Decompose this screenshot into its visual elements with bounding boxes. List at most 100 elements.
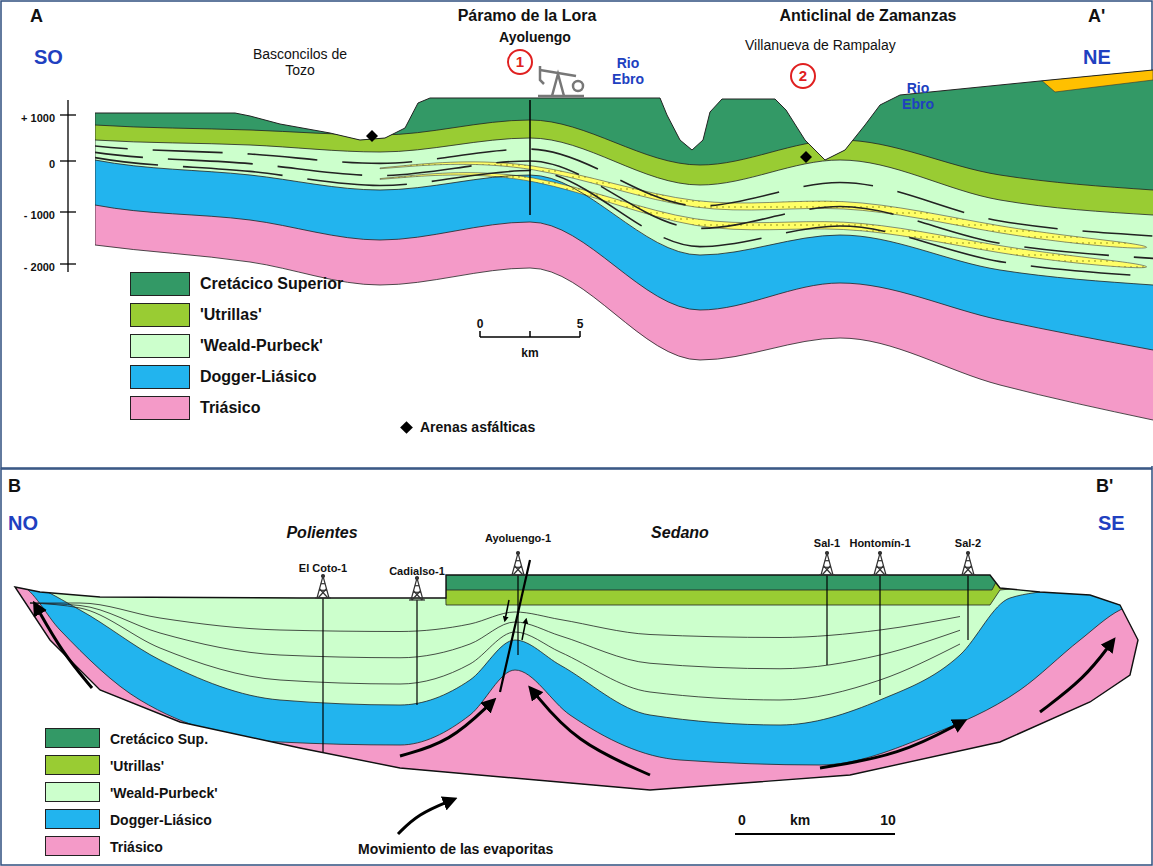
place-label: SE [1098,512,1125,535]
derrick-symbol [819,552,835,576]
fault-arrow [522,620,526,640]
legend-anchor: Cretácico Superior [200,275,343,293]
legend-text: Cretácico Superior [200,275,343,293]
legend-text: Triásico [200,399,260,417]
legend-text: 'Utrillas' [110,758,164,774]
text-label: A' [1088,6,1105,27]
text-label: Hontomín-1 [849,537,910,550]
text-label: 0 [49,158,55,171]
legend-text: Dogger-Liásico [200,368,316,386]
fault-arrow [505,600,509,620]
legend-anchor: Triásico [110,838,163,856]
evaporite-arrow [1040,642,1112,712]
legend-text: 'Weald-Purbeck' [200,337,323,355]
legend-anchor: 'Utrillas' [110,757,164,775]
derrick-symbol [510,552,526,576]
weald-lens-line [60,134,1153,236]
label-anchor: Rio Ebro [603,55,653,88]
evaporite-arrow [400,702,492,756]
legend-text: Dogger-Liásico [110,812,212,828]
text-label: Ayoluengo [499,29,571,45]
text-label: km [521,347,538,361]
section-b [0,540,1153,860]
text-label: km [790,812,810,828]
label-anchor: B [8,476,21,497]
text-label: 0 [738,812,746,828]
layer-boundary [0,580,1153,725]
well-line [416,600,417,705]
text-label: Cadialso-1 [389,565,445,578]
text-label: Basconcilos de Tozo [250,46,350,78]
upper-cretaceous [60,40,1153,470]
well-line [517,575,518,655]
well-line [967,575,968,640]
legend-swatch [45,728,100,748]
text-label: Sal-2 [955,537,981,550]
trias [0,582,1153,860]
label-anchor: Rio Ebro [893,80,943,113]
sand-lens [380,173,1147,268]
legend-swatch [45,782,100,802]
label-anchor: Sedano [651,524,709,542]
legend-text: Triásico [110,839,163,855]
label-anchor: A [30,6,43,27]
label-anchor: - 2000 [24,257,55,275]
label-anchor: SO [34,46,63,69]
layer-boundary [60,127,1153,215]
legend-swatch [130,334,190,358]
label-anchor: Sal-1 [814,533,840,551]
text-label: B [8,476,21,497]
text-label: Ayoluengo-1 [485,532,551,545]
label-anchor: Movimiento de las evaporitas [358,840,553,858]
text-label: Sal-1 [814,537,840,550]
text-label: El Coto-1 [299,562,347,575]
place-label: SO [34,46,63,69]
layer-boundary [60,112,1153,190]
derrick-symbol [872,552,888,576]
text-label: 0 [477,318,484,332]
label-anchor: SE [1098,512,1125,535]
panel-frame [1,469,1152,865]
depth-axis [60,100,76,272]
derrick-symbol [409,577,425,601]
label-anchor: Polientes [286,524,357,542]
legend-text: 'Weald-Purbeck' [110,785,218,801]
place-label: Rio Ebro [603,55,653,87]
label-anchor: Anticlinal de Zamanzas [780,7,957,25]
utrillas [0,560,1153,860]
text-label: A [30,6,43,27]
text-label: Villanueva de Rampalay [745,37,896,53]
callout-number: 1 [516,53,524,70]
label-anchor: Villanueva de Rampalay [745,36,896,54]
text-label: + 1000 [21,112,55,125]
label-anchor: - 1000 [24,205,55,223]
scale-bar [735,833,895,835]
text-label: - 1000 [24,209,55,222]
well-line [826,575,827,665]
label-anchor: B' [1096,476,1113,497]
legend-arrow [398,800,452,834]
layer-boundary [60,240,1153,420]
weald [0,560,1153,860]
evaporite-arrow [36,606,92,688]
label-anchor: Hontomín-1 [849,533,910,551]
weald-bed-line [30,603,960,638]
asphalt-sand-mark [800,151,812,163]
legend-text: Cretácico Sup. [110,731,208,747]
asphalt-sand-mark [366,130,378,142]
weald-bed-line [30,603,960,669]
label-anchor: 0 [49,154,55,172]
weald-lens-line [60,147,1153,276]
scale-bar [480,331,580,337]
label-anchor: 0 [477,314,484,332]
legend-swatch [130,303,190,327]
text-label: Sedano [651,524,709,542]
basin-outline [15,575,1138,790]
place-label: NO [8,512,38,535]
legend-anchor: 'Utrillas' [200,306,262,324]
legend-swatch [130,396,190,420]
well-line [879,575,880,695]
legend-swatch [130,272,190,296]
evaporite-arrow [532,690,650,775]
legend-swatch [45,836,100,856]
